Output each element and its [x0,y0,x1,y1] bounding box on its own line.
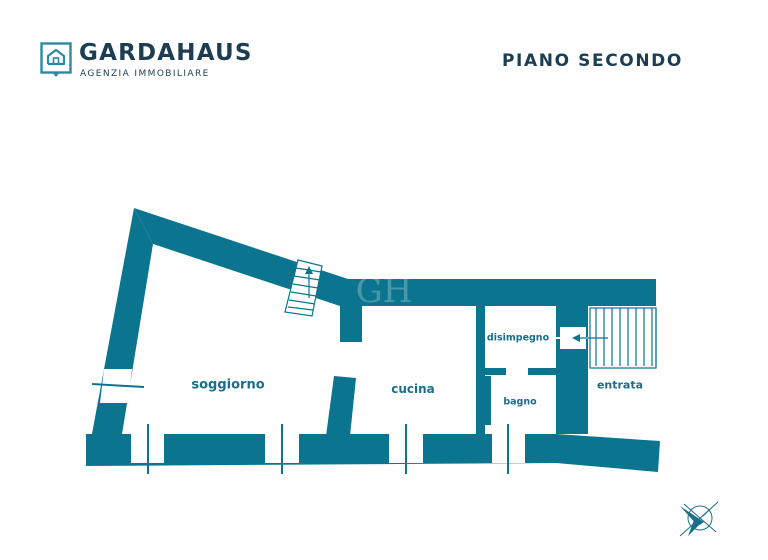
staircase-north [284,259,323,317]
wall-disimpegno-bagno-right [528,368,560,375]
wall-stair-pillar [340,300,362,342]
wall-bagno-stub [485,376,491,425]
staircase-east [572,307,657,369]
room-label-cucina: cucina [391,382,435,396]
brand-name: GARDAHAUS [79,40,253,66]
brand-logo: GARDAHAUS AGENZIA IMMOBILIARE [40,40,280,84]
room-label-entrata: entrata [596,378,644,392]
wall-north [340,279,656,306]
window-west [91,369,145,403]
wall-soggiorno-cucina [326,376,356,436]
wall-south [86,434,558,466]
wall-south-east [556,434,660,472]
room-label-bagno: bagno [503,396,537,408]
room-label-soggiorno: soggiorno [191,377,265,393]
house-icon [40,42,72,77]
room-label-disimpegno: disimpegno [486,332,550,344]
wall-disimpegno-entrata [556,300,588,434]
compass-rose-icon [679,501,719,537]
wall-west [86,208,153,466]
watermark: GH [356,271,413,311]
floor-title: PIANO SECONDO [502,51,683,71]
wall-disimpegno-bagno-left [476,368,506,375]
windows-south [131,424,525,474]
brand-tagline: AGENZIA IMMOBILIARE [80,69,210,79]
